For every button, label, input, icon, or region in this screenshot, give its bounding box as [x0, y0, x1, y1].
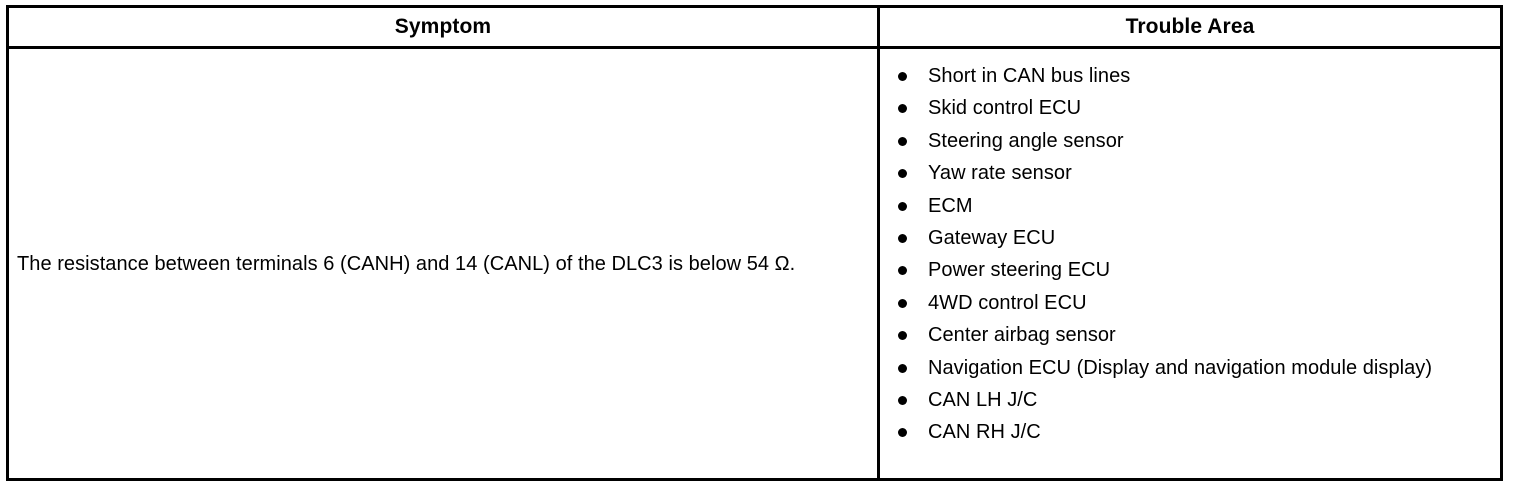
list-item-label: ECM — [928, 194, 973, 217]
list-item: Yaw rate sensor — [896, 157, 1486, 189]
bullet-icon — [898, 201, 907, 211]
bullet-icon — [898, 396, 907, 406]
list-item: Center airbag sensor — [896, 319, 1486, 351]
list-item: Navigation ECU (Display and navigation m… — [896, 352, 1486, 384]
list-item: Gateway ECU — [896, 222, 1486, 254]
cell-symptom: The resistance between terminals 6 (CANH… — [9, 49, 880, 478]
column-header-symptom: Symptom — [9, 8, 880, 46]
column-header-trouble-area: Trouble Area — [1125, 14, 1255, 38]
list-item-label: Navigation ECU (Display and navigation m… — [928, 356, 1433, 379]
list-item-label: Center airbag sensor — [928, 324, 1116, 347]
bullet-icon — [898, 331, 907, 341]
list-item-label: CAN RH J/C — [928, 421, 1041, 444]
bullet-icon — [898, 104, 907, 114]
list-item: CAN LH J/C — [896, 384, 1486, 416]
list-item-label: Power steering ECU — [928, 259, 1111, 282]
list-item-label: Skid control ECU — [928, 97, 1082, 120]
bullet-icon — [898, 298, 907, 308]
table-header-row: Symptom Trouble Area — [9, 8, 1500, 49]
bullet-icon — [898, 169, 907, 179]
list-item-label: CAN LH J/C — [928, 389, 1038, 412]
symptom-description: The resistance between terminals 6 (CANH… — [17, 252, 796, 275]
list-item-label: Steering angle sensor — [928, 129, 1124, 152]
list-item: Skid control ECU — [896, 92, 1486, 124]
list-item-label: Yaw rate sensor — [928, 162, 1072, 185]
bullet-icon — [898, 136, 907, 146]
table-row: The resistance between terminals 6 (CANH… — [9, 49, 1500, 478]
bullet-icon — [898, 428, 907, 438]
symptom-trouble-table: Symptom Trouble Area The resistance betw… — [6, 5, 1503, 481]
bullet-icon — [898, 266, 907, 276]
list-item: CAN RH J/C — [896, 416, 1486, 448]
list-item: ECM — [896, 190, 1486, 222]
list-item-label: Short in CAN bus lines — [928, 65, 1131, 87]
list-item-label: Gateway ECU — [928, 227, 1056, 250]
list-item: 4WD control ECU — [896, 287, 1486, 319]
bullet-icon — [898, 363, 907, 373]
list-item-label: 4WD control ECU — [928, 291, 1087, 314]
list-item: Power steering ECU — [896, 254, 1486, 286]
list-item: Steering angle sensor — [896, 125, 1486, 157]
bullet-icon — [898, 234, 907, 244]
list-item: Short in CAN bus lines — [896, 60, 1486, 92]
bullet-icon — [898, 72, 907, 81]
